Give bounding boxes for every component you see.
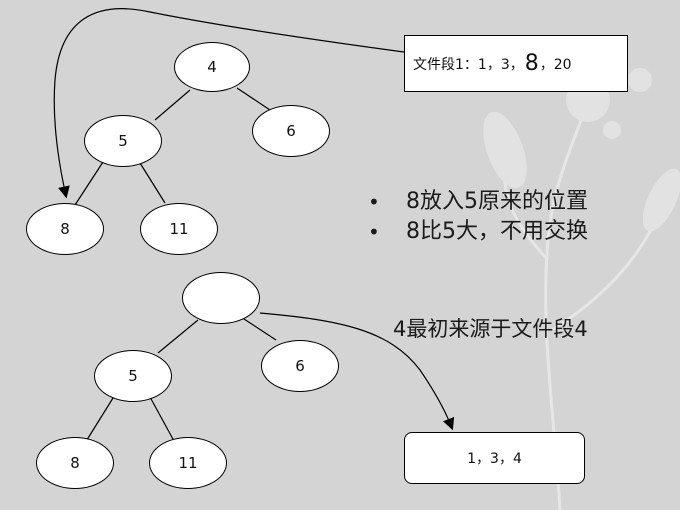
arrow-root-to-result (259, 312, 455, 431)
bottom-tree-node-8: 8 (36, 437, 114, 489)
bullet-marker: • (368, 190, 380, 214)
file-segment-rest: ，20 (539, 56, 572, 73)
edge-bottom-left-ll (84, 397, 114, 444)
result-box-text: 1，3，4 (467, 451, 522, 467)
origin-note: 4最初来源于文件段4 (393, 317, 588, 341)
bottom-tree-node-root-empty (182, 272, 260, 324)
bullet-marker: • (368, 220, 380, 244)
bullet-item: • 8比5大，不用交换 (368, 217, 588, 247)
file-segment-val1: 1， (477, 56, 501, 73)
top-tree-node-root: 4 (174, 42, 250, 92)
top-tree-node-left: 5 (84, 115, 162, 167)
edge-top-root-right (236, 87, 271, 111)
result-box: 1，3，4 (404, 432, 585, 484)
bottom-tree-node-11: 11 (149, 437, 227, 489)
bottom-tree-node-left: 5 (94, 350, 172, 402)
arrow-file-to-node8 (53, 8, 405, 199)
file-segment-box: 文件段1： 1， 3， 8 ，20 (404, 35, 628, 92)
edge-top-left-lr (139, 162, 166, 204)
file-segment-highlight: 8 (524, 51, 539, 76)
edge-top-left-ll (74, 161, 104, 206)
bullet-item: • 8放入5原来的位置 (368, 187, 588, 217)
edge-bottom-root-left (157, 319, 199, 354)
bottom-tree-node-right: 6 (261, 340, 339, 392)
bullet-list: • 8放入5原来的位置 • 8比5大，不用交换 (368, 187, 588, 247)
edge-bottom-root-right (243, 318, 277, 341)
bullet-text: 8比5大，不用交换 (406, 219, 588, 244)
top-tree-node-11: 11 (140, 203, 218, 255)
top-tree-node-right: 6 (252, 105, 330, 157)
file-segment-prefix: 文件段1： (413, 56, 478, 73)
edge-bottom-left-lr (149, 396, 175, 442)
bullet-text: 8放入5原来的位置 (406, 189, 588, 214)
top-tree-node-8: 8 (26, 203, 104, 255)
edge-top-root-left (154, 89, 191, 121)
file-segment-val2: 3， (500, 56, 524, 73)
